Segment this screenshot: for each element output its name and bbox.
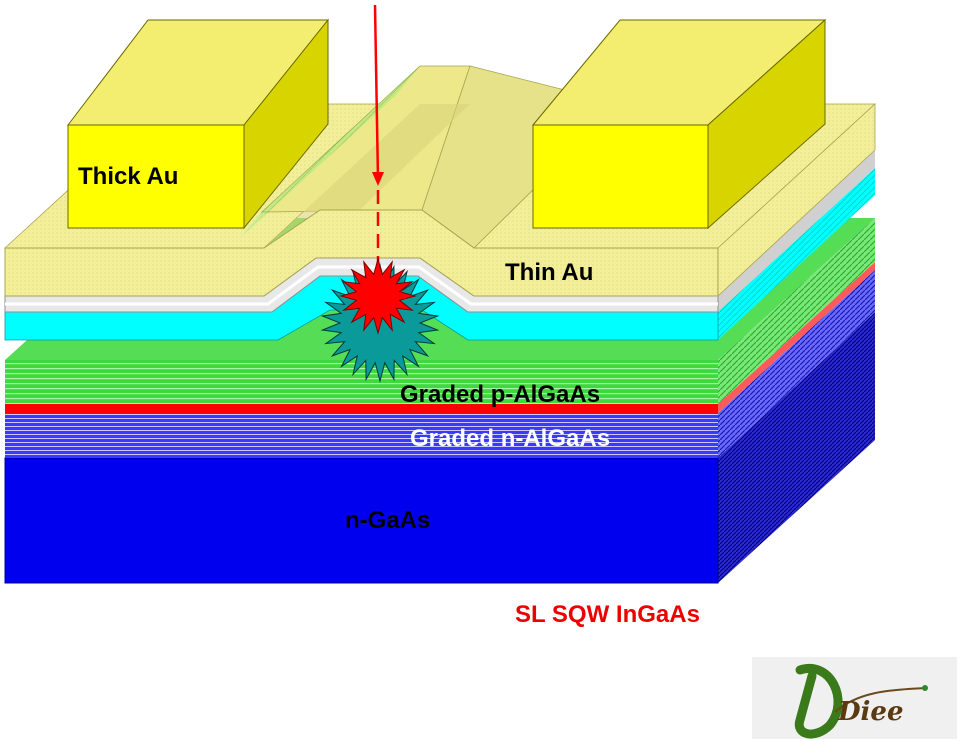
n-gaas-front-face — [4, 457, 719, 584]
spot-inner-starburst — [339, 257, 417, 335]
n-gaas-right-face — [718, 312, 875, 583]
beam-arrowhead — [372, 172, 384, 186]
quantum-well-layer — [5, 262, 875, 413]
thin-au-groove — [264, 104, 470, 248]
label-graded-p: Graded p-AlGaAs — [400, 381, 600, 408]
logo-background — [752, 657, 957, 739]
graded-p-right-face — [718, 218, 875, 404]
thick-au-pad-right — [531, 18, 827, 230]
label-sl-sqw: SL SQW InGaAs — [515, 601, 700, 628]
thin-au-ridge-slope-left — [240, 66, 420, 238]
logo-text: Diee — [837, 697, 904, 727]
logo-dot — [922, 685, 928, 691]
optical-beam — [372, 4, 384, 290]
thin-au-front-face — [4, 209, 719, 297]
graded-n-algaas-layer — [5, 270, 875, 458]
gray-layer-right-face — [718, 150, 875, 312]
thick-au-pad-left — [66, 18, 330, 230]
graded-n-front-face — [5, 413, 718, 458]
thick-au-right-front — [532, 124, 709, 229]
logo-d-stroke — [794, 663, 843, 739]
beam-solid-line — [373, 4, 380, 181]
logo-swoosh — [834, 687, 926, 713]
excitation-spot — [320, 257, 440, 383]
label-n-gaas: n-GaAs — [345, 507, 430, 534]
label-thick-au: Thick Au — [78, 163, 178, 190]
graded-p-front-face — [5, 360, 718, 404]
quantum-well-right-face — [718, 262, 875, 413]
n-gaas-substrate-layer — [4, 312, 875, 584]
label-graded-n: Graded n-AlGaAs — [410, 425, 610, 452]
cyan-right-face — [718, 168, 875, 340]
graded-n-right-face — [718, 270, 875, 458]
quantum-well-front-face — [5, 404, 718, 413]
thick-au-left-front — [67, 124, 245, 229]
diee-logo: Diee — [752, 657, 957, 739]
label-thin-au: Thin Au — [505, 259, 593, 286]
